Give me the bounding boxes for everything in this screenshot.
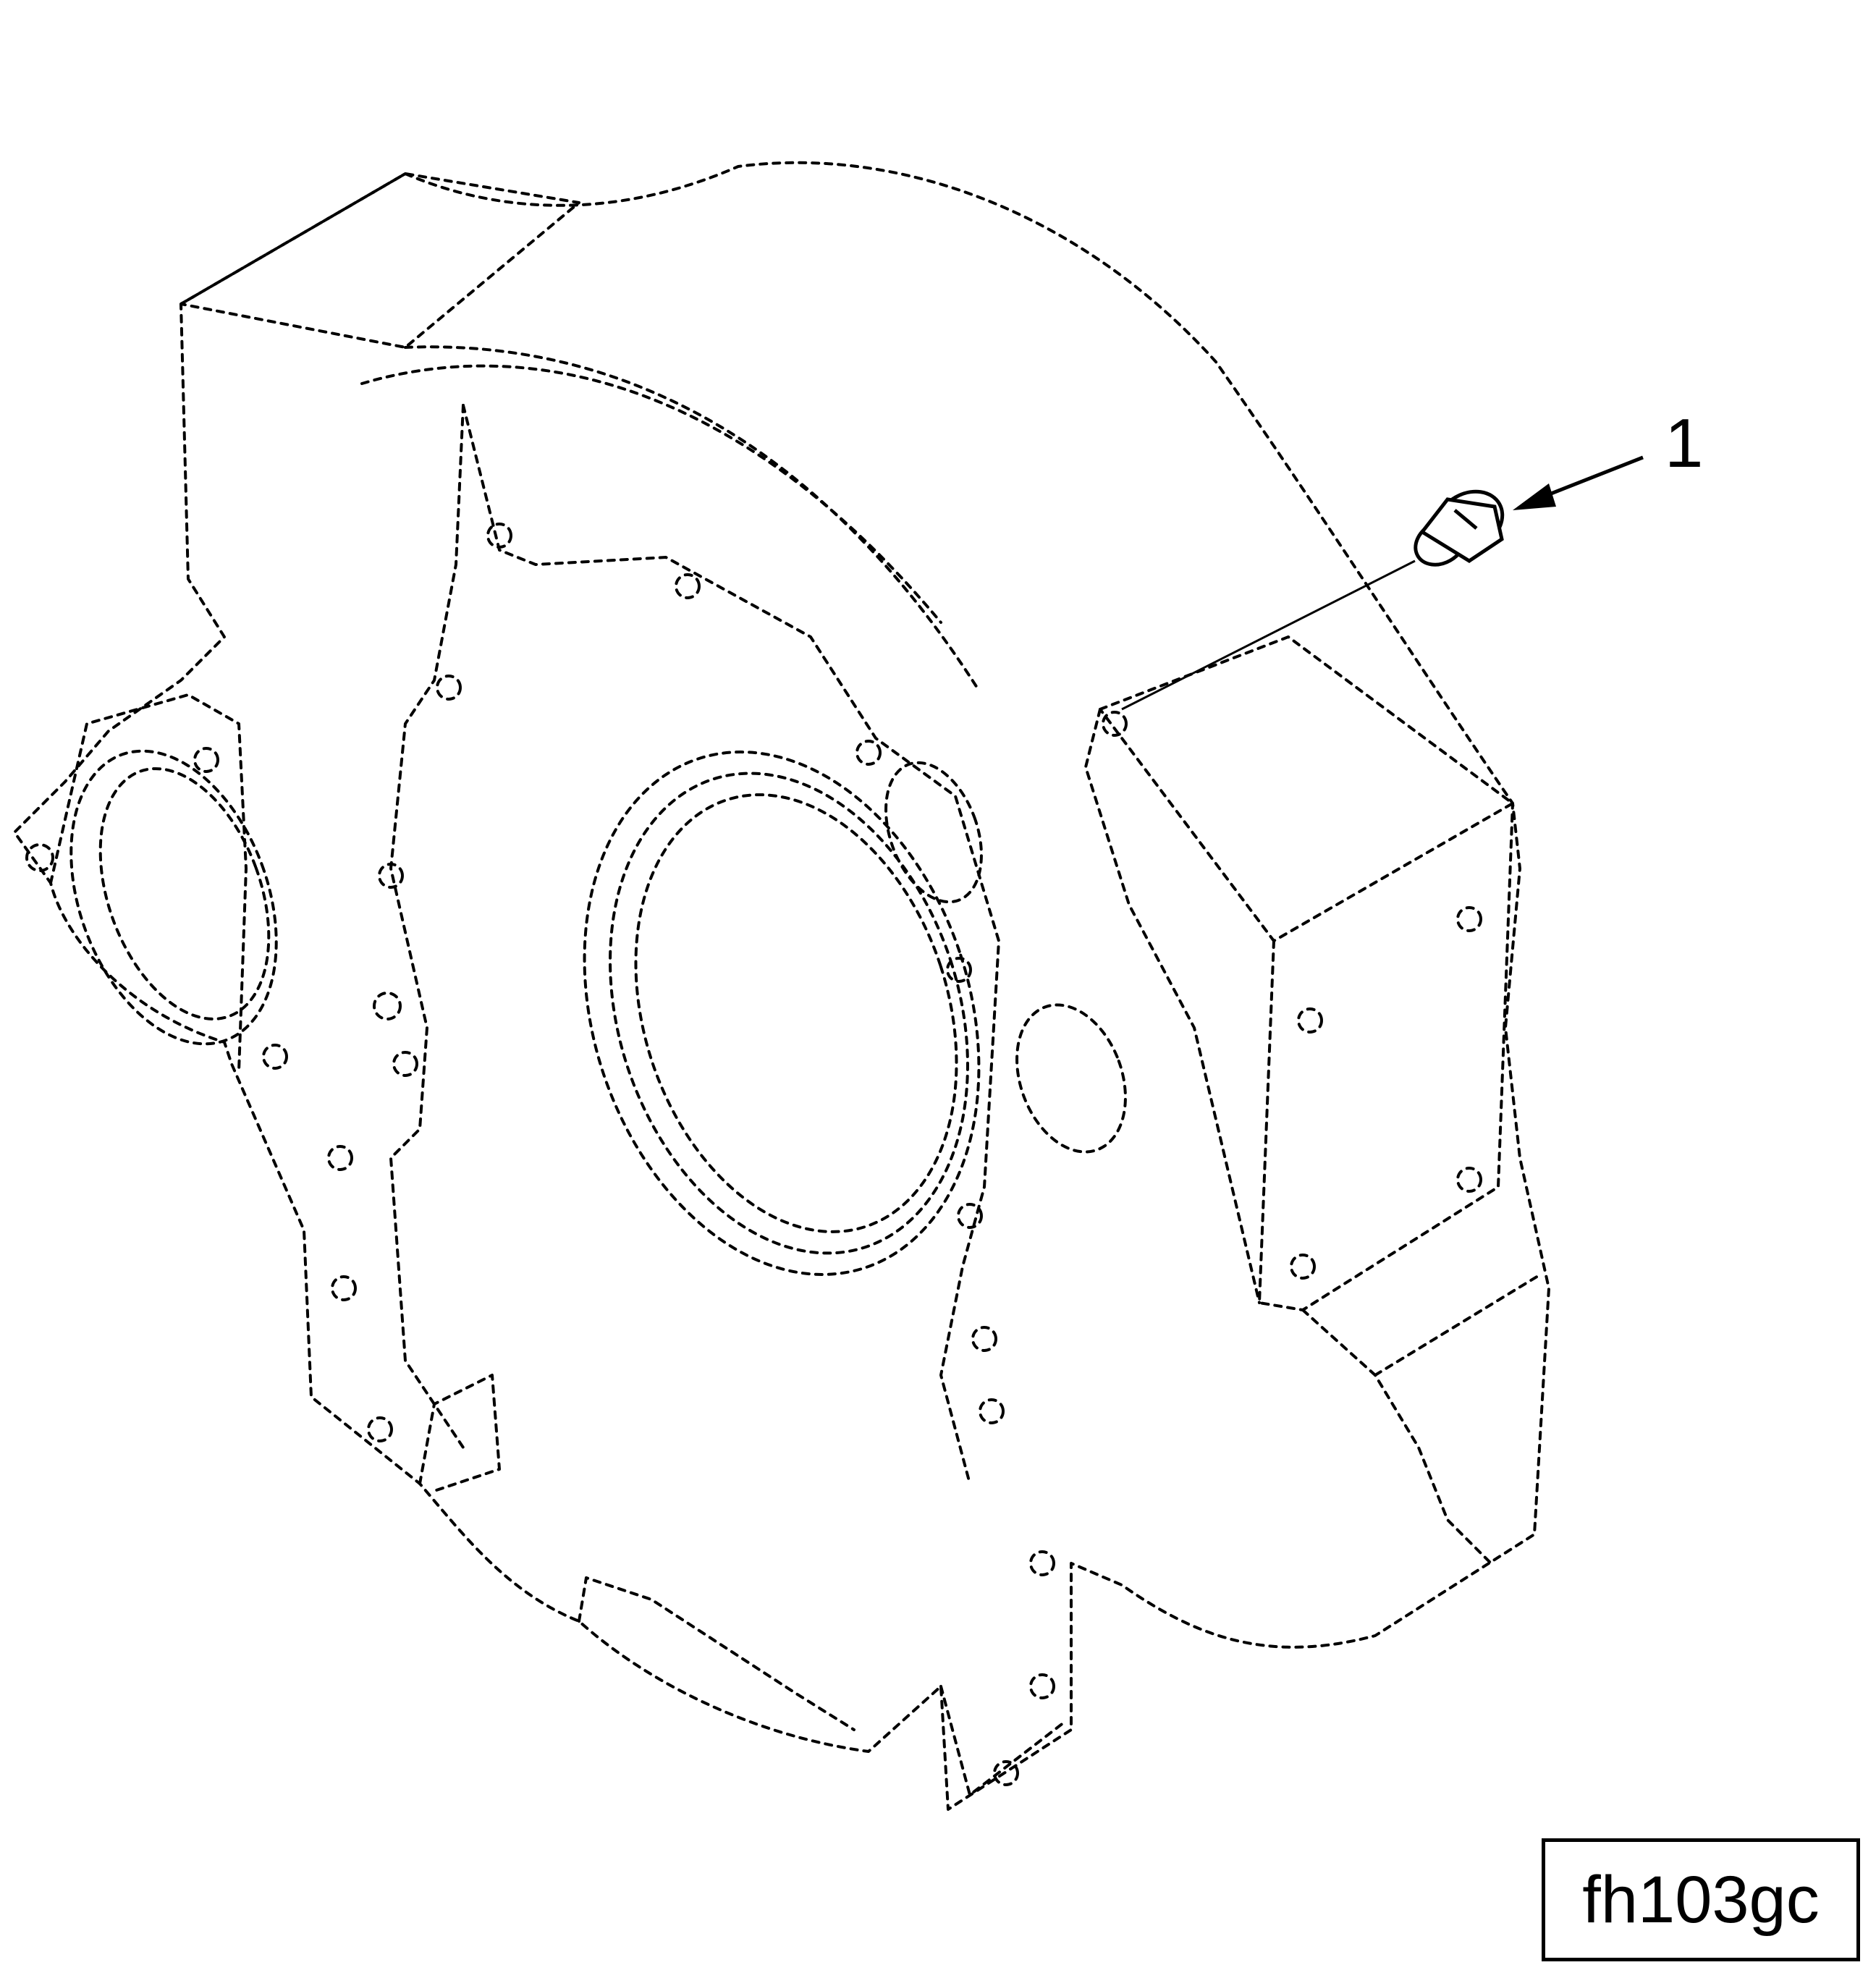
bolt-holes [25, 523, 1482, 1786]
starter-box-top [1099, 635, 1514, 942]
left-bore-outer [69, 749, 278, 1046]
right-small-bore [1015, 1003, 1127, 1154]
left-rib [389, 404, 465, 1449]
lower-right-ear [1301, 1309, 1492, 1565]
main-bore-mid [609, 772, 969, 1255]
top-flange [179, 172, 580, 349]
figure-id-box: fh103gc [1542, 1838, 1860, 1961]
plug-part [1414, 489, 1505, 567]
main-bore-inner [634, 793, 958, 1233]
left-foot [418, 1374, 501, 1492]
callout-label-1: 1 [1665, 405, 1703, 482]
main-bore-outer [583, 751, 981, 1276]
main-pad [462, 404, 1000, 1485]
starter-box-side [1084, 708, 1261, 1304]
starter-box-front [1258, 802, 1514, 1311]
top-inner-edge [404, 345, 979, 689]
callout-arrow [1513, 455, 1644, 510]
bottom-left-pad [578, 1576, 855, 1731]
right-upper-bore [884, 761, 983, 904]
plug-leader-line [1121, 559, 1416, 711]
figure-id-text: fh103gc [1582, 1862, 1820, 1937]
bottom-foot [939, 1685, 1065, 1796]
top-inner-edge-2 [360, 364, 942, 624]
lower-right-ear-2 [1374, 1272, 1543, 1377]
left-bore-inner [98, 767, 271, 1020]
housing-outline [13, 161, 1550, 1811]
left-boss [49, 693, 248, 1073]
